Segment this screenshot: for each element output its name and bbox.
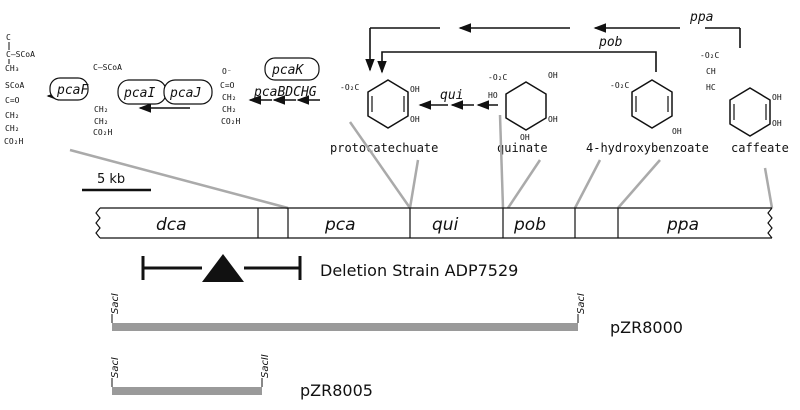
site-right: SacI [576, 293, 587, 314]
caffeate-co2: -O₂C [700, 51, 719, 60]
gene-connectors [69, 114, 774, 210]
deletion-marker [141, 254, 302, 282]
oxoadipyl-coa-structure: C–SCoA CH₂ CH₂ CO₂H [93, 63, 122, 137]
qui-label: qui [440, 88, 463, 103]
plasmid-name: pZR8000 [610, 318, 683, 337]
gene-map [95, 207, 773, 239]
chem-ch2-3: CH₂ [94, 105, 108, 114]
oxoadipate-structure: O⁻ C=O CH₂ CH₂ CO₂H [220, 67, 240, 126]
succinyl-coa-structure: SCoA C=O CH₂ CH₂ CO₂H [4, 81, 24, 146]
deletion-triangle-icon [202, 254, 244, 282]
caffeate-hc: HC [706, 83, 716, 92]
caffeate-oh-1: OH [772, 93, 782, 102]
quinate-oh-2: OH [548, 115, 558, 124]
region-ppa: ppa [666, 215, 699, 235]
chem-ch2-5: CH₂ [222, 93, 236, 102]
pob-arrow [377, 51, 657, 74]
chem-scoa: SCoA [5, 81, 24, 90]
plasmid-name: pZR8005 [300, 381, 373, 400]
deletion-label: Deletion Strain ADP7529 [320, 261, 518, 280]
top-arrows [46, 23, 741, 113]
plasmid-bar [112, 323, 578, 331]
chem-co2h-1: CO₂H [4, 137, 23, 146]
pcaJ-label: pcaJ [169, 86, 201, 101]
region-pob: pob [513, 215, 546, 235]
site-right: SacII [260, 354, 271, 378]
map-break-right [767, 207, 773, 239]
chem-c-scoa-2: C–SCoA [93, 63, 122, 72]
quinate-co2: -O₂C [488, 73, 507, 82]
protocatechuate-co2: -O₂C [340, 83, 359, 92]
gene-boxes [49, 57, 320, 105]
protocatechuate-oh-1: OH [410, 85, 420, 94]
site-left: SacI [110, 293, 121, 314]
chem-co2h-3: CO₂H [221, 117, 240, 126]
pob-label: pob [598, 35, 623, 50]
region-pca: pca [324, 215, 356, 235]
pcaF-label: pcaF [56, 83, 89, 98]
protocatechuate-label: protocatechuate [330, 141, 438, 155]
pcaJ-box [163, 79, 213, 105]
hydroxybenzoate-label: 4-hydroxybenzoate [586, 141, 709, 155]
chem-o: C [6, 33, 11, 42]
quinate-label: quinate [497, 141, 548, 155]
pcaBDCHG-label: pcaBDCHG [253, 85, 317, 100]
chem-ch2-2: CH₂ [5, 124, 19, 133]
chem-ch2-1: CH₂ [5, 111, 19, 120]
chem-c-scoa: C–SCoA [6, 50, 35, 59]
scale-label: 5 kb [97, 172, 125, 187]
hydroxybenzoate-structure: -O₂C OH [610, 79, 682, 136]
quinate-ho: HO [488, 91, 498, 100]
caffeate-ch: CH [706, 67, 716, 76]
protocatechuate-structure: -O₂C OH OH [340, 79, 420, 129]
hydroxybenzoate-oh: OH [672, 127, 682, 136]
map-break-left [95, 207, 101, 239]
hydroxybenzoate-co2: -O₂C [610, 81, 629, 90]
chem-ch2-4: CH₂ [94, 117, 108, 126]
chem-ch3: CH₃ [5, 64, 19, 73]
chem-co2h-2: CO₂H [93, 128, 112, 137]
protocatechuate-oh-2: OH [410, 115, 420, 124]
site-left: SacI [110, 357, 121, 378]
caffeate-label: caffeate [731, 141, 789, 155]
chem-c-eq-o-2: C=O [220, 81, 235, 90]
quinate-structure: -O₂C HO OH OH OH [488, 71, 558, 142]
quinate-oh-1: OH [548, 71, 558, 80]
ppa-label: ppa [689, 10, 713, 25]
region-dca: dca [156, 215, 187, 235]
quinate-oh-3: OH [520, 133, 530, 142]
pcaK-box [264, 57, 320, 81]
pcaK-label: pcaK [271, 63, 304, 78]
caffeate-structure: -O₂C CH HC OH OH [700, 51, 782, 137]
chem-c-eq-o: C=O [5, 96, 20, 105]
acetyl-coa-structure: C C–SCoA CH₃ [5, 33, 35, 73]
plasmid-pZR8000: SacI SacI pZR8000 [110, 293, 683, 337]
chem-ch2-6: CH₂ [222, 105, 236, 114]
plasmid-bar [112, 387, 262, 395]
chem-o-minus: O⁻ [222, 67, 232, 76]
plasmid-pZR8005: SacI SacII pZR8005 [110, 354, 373, 400]
pcaI-label: pcaI [123, 86, 155, 101]
region-qui: qui [432, 215, 459, 235]
caffeate-oh-2: OH [772, 119, 782, 128]
pcaF-box [49, 77, 89, 101]
